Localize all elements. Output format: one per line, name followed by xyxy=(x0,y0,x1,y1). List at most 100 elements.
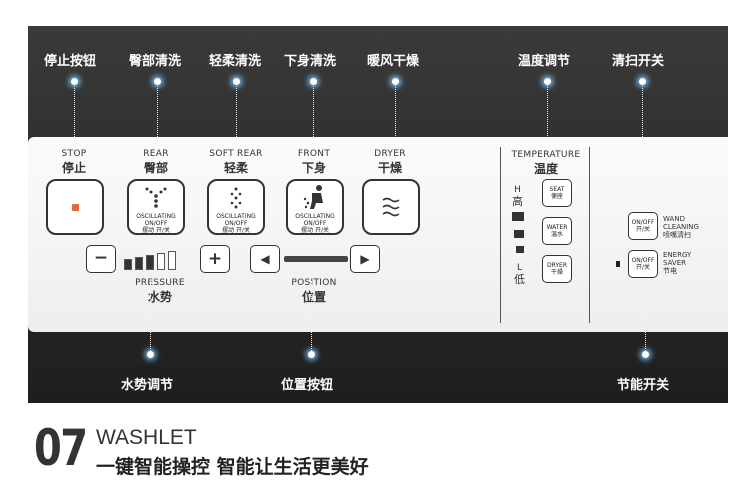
leader-dot xyxy=(639,78,646,85)
temp-low-zh: 低 xyxy=(514,273,525,286)
pressure-seg xyxy=(146,255,154,270)
leader-line xyxy=(645,271,646,353)
dryer-temp-button[interactable]: DRYER 干燥 xyxy=(542,255,572,283)
dryer-label-en: DRYER xyxy=(374,149,406,159)
soft-rear-label-zh: 轻柔 xyxy=(223,161,248,175)
section-title: WASHLET xyxy=(96,426,197,449)
temp-low-label: L 低 xyxy=(514,263,525,285)
leader-dot xyxy=(147,351,154,358)
temp-seg xyxy=(514,230,524,238)
rear-wash-button[interactable]: OSCILLATING ON/OFF 摆动 开/关 xyxy=(127,179,185,235)
dryer-label: DRYER 干燥 xyxy=(358,149,422,176)
pressure-seg xyxy=(135,257,143,270)
minus-icon: − xyxy=(93,248,109,268)
energy-indicator-led xyxy=(616,261,620,267)
temperature-label-en: TEMPERATURE xyxy=(511,150,581,160)
pressure-label-en: PRESSURE xyxy=(135,278,185,288)
leader-line xyxy=(150,281,151,353)
rear-sub-1: OSCILLATING xyxy=(136,213,176,220)
wand-btn-1: ON/OFF xyxy=(631,219,655,226)
leader-dot xyxy=(308,351,315,358)
energy-btn-2: 开/关 xyxy=(635,264,651,271)
pressure-minus-button[interactable]: − xyxy=(86,245,116,273)
position-right-button[interactable]: ▶ xyxy=(350,245,380,273)
temp-level-indicator xyxy=(512,212,526,258)
rear-label-zh: 臀部 xyxy=(143,161,168,175)
callout-front: 下身清洗 xyxy=(284,54,337,69)
pressure-seg xyxy=(124,259,132,270)
stop-button[interactable] xyxy=(46,179,104,235)
wand-cleaning-button[interactable]: ON/OFF 开/关 xyxy=(628,212,658,240)
section-subtitle: 一键智能操控 智能让生活更美好 xyxy=(96,456,369,478)
soft-rear-wash-button[interactable]: OSCILLATING ON/OFF 摆动 开/关 xyxy=(207,179,265,235)
control-panel: STOP 停止 REAR 臀部 OSCILLATING ON/OFF 摆动 开/… xyxy=(28,137,728,332)
water-temp-zh: 温水 xyxy=(550,231,563,238)
temperature-box xyxy=(500,147,590,323)
wand-l3: 喷嘴清扫 xyxy=(663,231,691,239)
temperature-label: TEMPERATURE 温度 xyxy=(504,150,588,177)
wand-l2: CLEANING xyxy=(663,223,699,231)
energy-btn-1: ON/OFF xyxy=(631,257,655,264)
leader-line xyxy=(236,81,237,191)
water-temp-en: WATER xyxy=(546,224,568,231)
section-number: 07 xyxy=(34,419,88,477)
rear-sub: OSCILLATING ON/OFF 摆动 开/关 xyxy=(129,213,183,234)
position-track xyxy=(284,256,348,262)
soft-rear-sub-2: ON/OFF xyxy=(224,220,248,227)
leader-dot xyxy=(642,351,649,358)
front-sub-3: 摆动 开/关 xyxy=(301,227,329,234)
front-person-icon xyxy=(303,185,323,209)
dryer-label-zh: 干燥 xyxy=(377,161,402,175)
stop-label-en: STOP xyxy=(61,149,87,159)
temp-seg xyxy=(516,246,524,253)
water-temp-button[interactable]: WATER 温水 xyxy=(542,217,572,245)
product-photo: 停止按钮 臀部清洗 轻柔清洗 下身清洗 暖风干燥 温度调节 清扫开关 STOP … xyxy=(28,26,728,403)
pressure-label-zh: 水势 xyxy=(147,290,172,304)
temp-high-label: H 高 xyxy=(512,185,523,207)
energy-saver-button[interactable]: ON/OFF 开/关 xyxy=(628,250,658,278)
callout-rear: 臀部清洗 xyxy=(129,54,182,69)
energy-l3: 节电 xyxy=(663,267,677,275)
leader-dot xyxy=(392,78,399,85)
soft-rear-label: SOFT REAR 轻柔 xyxy=(200,149,272,176)
position-left-button[interactable]: ◀ xyxy=(250,245,280,273)
pressure-plus-button[interactable]: + xyxy=(200,245,230,273)
front-wash-button[interactable]: OSCILLATING ON/OFF 摆动 开/关 xyxy=(286,179,344,235)
leader-line xyxy=(311,281,312,353)
plus-icon: + xyxy=(207,249,223,269)
position-label: POSITION 位置 xyxy=(282,278,346,305)
rear-spray-icon xyxy=(145,187,167,208)
pressure-seg xyxy=(168,251,176,270)
wand-cleaning-label: WAND CLEANING 喷嘴清扫 xyxy=(663,215,699,239)
leader-line xyxy=(642,81,643,161)
energy-saver-label: ENERGY SAVER 节电 xyxy=(663,251,691,275)
leader-dot xyxy=(233,78,240,85)
seat-temp-zh: 便座 xyxy=(550,193,563,200)
callout-dryer: 暖风干燥 xyxy=(367,54,420,69)
left-arrow-icon: ◀ xyxy=(260,252,270,266)
energy-l1: ENERGY xyxy=(663,251,692,259)
position-label-en: POSITION xyxy=(291,278,337,288)
warm-air-icon xyxy=(382,197,400,217)
wand-l1: WAND xyxy=(663,215,685,223)
seat-temp-button[interactable]: SEAT 便座 xyxy=(542,179,572,207)
dryer-temp-en: DRYER xyxy=(546,262,568,269)
dryer-button[interactable] xyxy=(362,179,420,235)
front-sub-2: ON/OFF xyxy=(303,220,327,227)
pressure-seg xyxy=(157,253,165,270)
temp-high-zh: 高 xyxy=(512,195,523,208)
soft-rear-sub-1: OSCILLATING xyxy=(216,213,256,220)
temp-low-en: L xyxy=(516,263,522,273)
stop-label: STOP 停止 xyxy=(42,149,106,176)
energy-l2: SAVER xyxy=(663,259,686,267)
callout-soft-rear: 轻柔清洗 xyxy=(209,54,262,69)
stop-label-zh: 停止 xyxy=(61,161,86,175)
callout-wand-cleaning: 清扫开关 xyxy=(612,54,665,69)
leader-dot xyxy=(544,78,551,85)
temp-high-en: H xyxy=(514,185,521,195)
temperature-label-zh: 温度 xyxy=(533,162,558,176)
stop-led-icon xyxy=(72,204,79,211)
callout-stop: 停止按钮 xyxy=(44,54,97,69)
soft-rear-sub: OSCILLATING ON/OFF 摆动 开/关 xyxy=(209,213,263,234)
front-label-en: FRONT xyxy=(297,149,331,159)
